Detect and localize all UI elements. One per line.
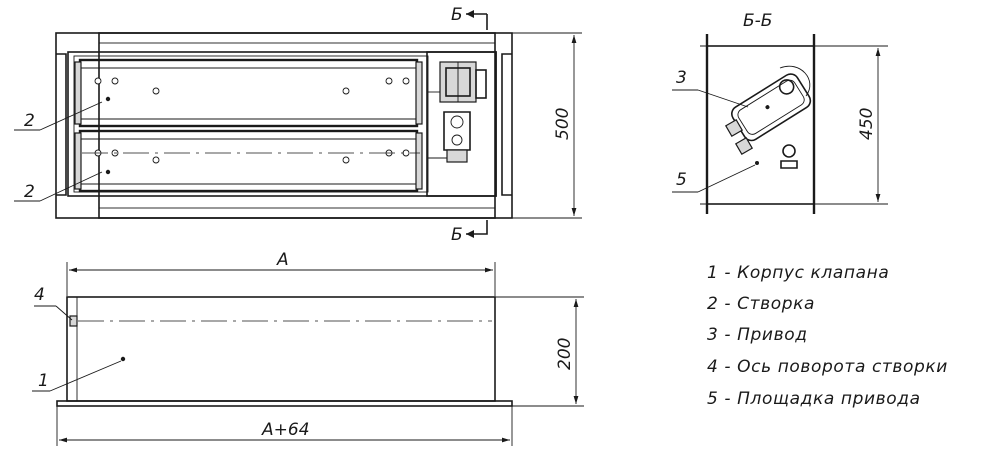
dim-200: 200 [555, 338, 575, 370]
legend-item-5: 5 - Площадка привода [707, 389, 921, 409]
blade-upper [74, 58, 423, 128]
section-mark-top: Б [451, 5, 463, 25]
callout-body: 1 [38, 371, 49, 391]
actuator-top [426, 51, 497, 197]
callout-axis: 4 [34, 285, 45, 305]
callout-blade-lower: 2 [24, 182, 35, 202]
top-view: Б Б 500 2 2 [14, 5, 582, 245]
valve-body [66, 296, 496, 402]
blade-lower [74, 129, 423, 193]
section-mark-bottom: Б [451, 225, 463, 245]
callout-actuator: 3 [676, 68, 687, 88]
section-view: Б-Б 450 3 5 [672, 11, 888, 214]
dim-500: 500 [553, 108, 573, 140]
legend-item-4: 4 - Ось поворота створки [707, 357, 948, 377]
legend: 1 - Корпус клапана 2 - Створка 3 - Приво… [707, 263, 948, 409]
legend-item-1: 1 - Корпус клапана [707, 263, 889, 283]
dim-a64: A+64 [261, 420, 310, 440]
front-view: A 200 A+64 4 1 [32, 250, 584, 446]
legend-item-2: 2 - Створка [707, 294, 815, 314]
legend-item-3: 3 - Привод [707, 325, 808, 345]
actuator-section [731, 73, 812, 142]
section-title: Б-Б [743, 11, 772, 31]
callout-blade-upper: 2 [24, 111, 35, 131]
dim-450: 450 [857, 108, 877, 140]
callout-platform: 5 [676, 170, 687, 190]
dim-a: A [276, 250, 289, 270]
